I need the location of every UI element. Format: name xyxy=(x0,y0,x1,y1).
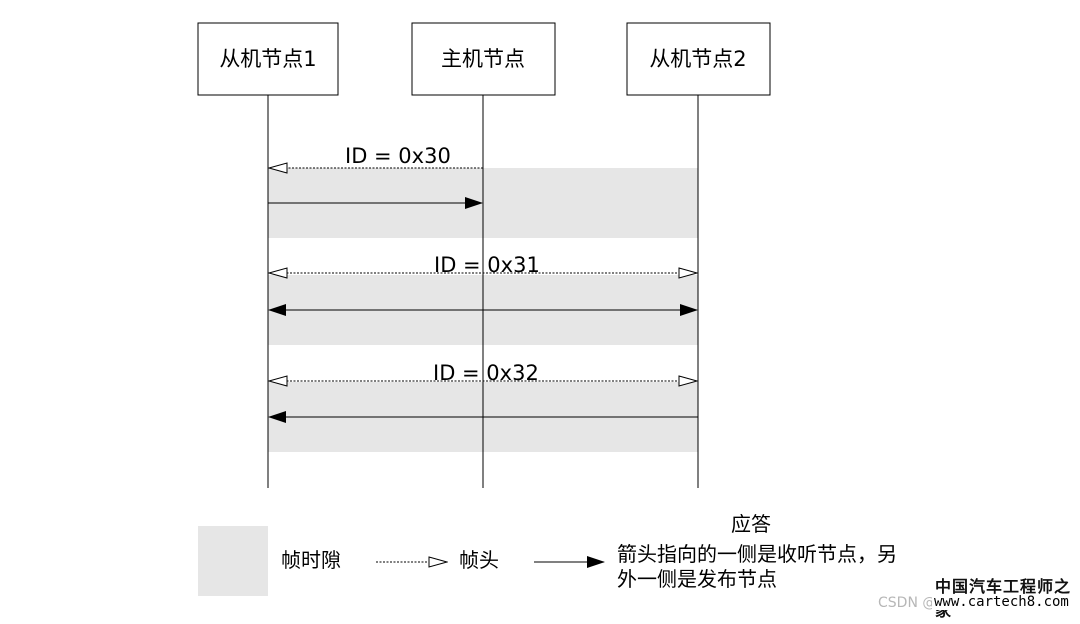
node-master: 主机节点 xyxy=(411,22,556,96)
node-slave2-label: 从机节点2 xyxy=(649,47,746,71)
legend-frame-slot-label: 帧时隙 xyxy=(281,548,341,572)
node-master-label: 主机节点 xyxy=(441,47,525,71)
node-slave1-label: 从机节点1 xyxy=(219,47,316,71)
legend-slot-swatch xyxy=(198,526,268,596)
node-slave2: 从机节点2 xyxy=(626,22,771,96)
frame-id-label-3: ID = 0x32 xyxy=(433,361,539,385)
node-slave1: 从机节点1 xyxy=(197,22,339,96)
legend-response-desc: 箭头指向的一侧是收听节点，另外一侧是发布节点 xyxy=(617,542,897,591)
legend-frame-header-label: 帧头 xyxy=(459,548,499,572)
legend-response-title: 应答 xyxy=(731,512,771,536)
frame-id-label-1: ID = 0x30 xyxy=(345,144,451,168)
watermark-site: www.cartech8.com xyxy=(932,594,1071,610)
frame-id-label-2: ID = 0x31 xyxy=(434,253,540,277)
